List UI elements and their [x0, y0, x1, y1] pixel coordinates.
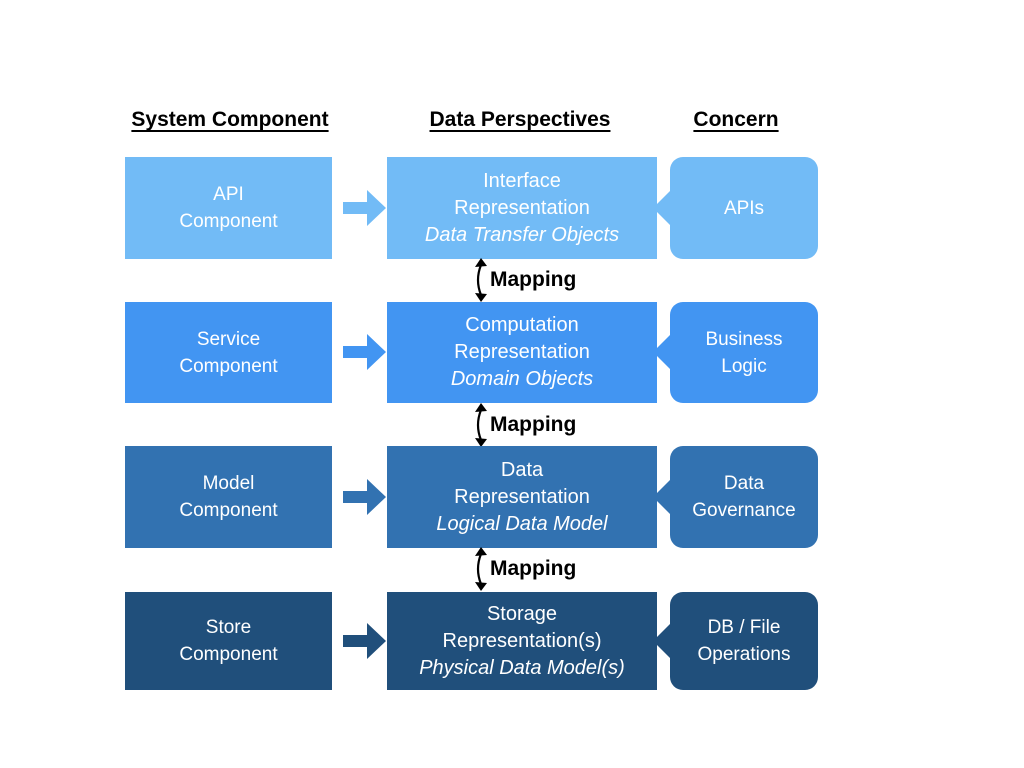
column-header-system-component: System Component — [131, 108, 329, 131]
double-arrow-icon — [475, 403, 487, 447]
mapping-label: Mapping — [490, 268, 577, 291]
concern-label: Business Logic — [705, 328, 783, 377]
concern-label: Data Governance — [692, 473, 796, 521]
double-arrow-icon — [475, 258, 487, 302]
representation-label: Interface Representation — [454, 169, 590, 219]
right-block-arrow-icon — [343, 190, 386, 226]
left-arrowhead-icon — [653, 191, 670, 225]
db-file-operations-concern-box: DB / File Operations — [670, 592, 818, 690]
right-block-arrow-icon — [343, 334, 386, 370]
left-arrowhead-icon — [653, 335, 670, 369]
store-component-box: Store Component — [125, 592, 332, 690]
data-representation-box: Data Representation Logical Data Model — [387, 446, 657, 548]
computation-representation-box: Computation Representation Domain Object… — [387, 302, 657, 403]
representation-label: Data Representation — [454, 458, 590, 508]
mapping-connector: Mapping — [471, 547, 576, 591]
mapping-connector: Mapping — [471, 403, 576, 447]
model-component-box: Model Component — [125, 446, 332, 548]
concern-label: DB / File Operations — [697, 617, 791, 665]
column-header-data-perspectives: Data Perspectives — [429, 108, 611, 131]
left-arrowhead-icon — [653, 624, 670, 658]
service-component-box: Service Component — [125, 302, 332, 403]
left-arrowhead-icon — [653, 480, 670, 514]
representation-label: Storage Representation(s) — [442, 602, 602, 652]
right-block-arrow-icon — [343, 623, 386, 659]
concern-label: APIs — [723, 197, 765, 219]
api-component-box: API Component — [125, 157, 332, 259]
interface-representation-box: Interface Representation Data Transfer O… — [387, 157, 657, 259]
right-block-arrow-icon — [343, 479, 386, 515]
data-governance-concern-box: Data Governance — [670, 446, 818, 548]
apis-concern-box: APIs — [670, 157, 818, 259]
mapping-label: Mapping — [490, 413, 577, 436]
representation-label: Computation Representation — [454, 314, 590, 363]
representation-detail-label: Data Transfer Objects — [424, 223, 620, 246]
mapping-connector: Mapping — [471, 258, 576, 302]
column-header-concern: Concern — [693, 108, 779, 131]
store-component-label: Store Component — [179, 617, 278, 665]
service-component-label: Service Component — [179, 328, 278, 377]
representation-detail-label: Domain Objects — [450, 368, 594, 390]
storage-representation-box: Storage Representation(s) Physical Data … — [387, 592, 657, 690]
representation-detail-label: Physical Data Model(s) — [419, 656, 625, 679]
model-component-label: Model Component — [179, 473, 278, 521]
business-logic-concern-box: Business Logic — [670, 302, 818, 403]
api-component-label: API Component — [179, 184, 278, 232]
representation-detail-label: Logical Data Model — [436, 512, 608, 535]
double-arrow-icon — [475, 547, 487, 591]
mapping-label: Mapping — [490, 557, 577, 580]
